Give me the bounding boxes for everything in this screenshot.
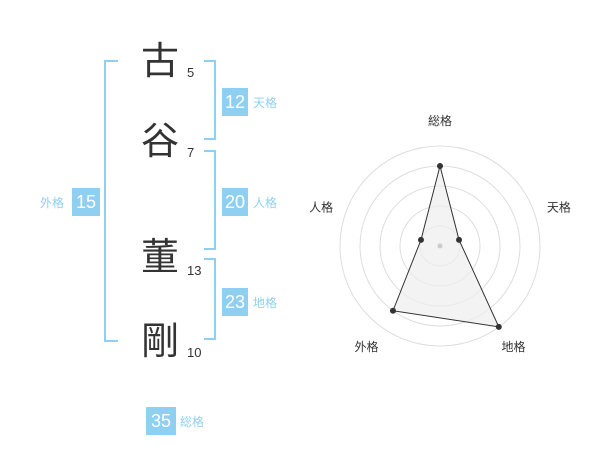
chikaku-value: 23 (222, 288, 248, 316)
radar-ring-5 (339, 145, 541, 347)
gaikaku-value: 15 (72, 188, 100, 216)
stroke-count-1: 5 (187, 65, 195, 80)
tenkaku-value: 12 (222, 88, 248, 116)
radar-point-3 (495, 323, 502, 330)
chikaku-label: 地格 (253, 296, 278, 310)
stroke-count-3: 13 (187, 263, 202, 278)
jinkaku-label: 人格 (253, 196, 278, 210)
tenkaku-bracket (204, 60, 216, 140)
soukaku-value: 35 (146, 407, 176, 435)
radar-axis-label-2: 天格 (547, 199, 571, 214)
radar-axis-label-1: 総格 (428, 113, 452, 128)
name-char-3: 董 (140, 235, 179, 279)
stroke-count-2: 7 (187, 145, 195, 160)
jinkaku-bracket (204, 150, 216, 250)
radar-axis-label-5: 人格 (309, 199, 333, 214)
name-char-4: 剛 (140, 319, 179, 363)
radar-point-5 (417, 236, 424, 243)
jinkaku-value: 20 (222, 188, 248, 216)
radar-center (437, 243, 443, 249)
radar-point-4 (389, 307, 396, 314)
soukaku-label: 総格 (180, 415, 205, 429)
chikaku-bracket (204, 258, 216, 340)
radar-axis-label-3: 地格 (501, 339, 525, 354)
radar-point-2 (456, 236, 463, 243)
stroke-count-4: 10 (187, 345, 202, 360)
gaikaku-label: 外格 (40, 196, 65, 210)
radar-point-1 (437, 163, 443, 169)
name-char-2: 谷 (140, 119, 179, 163)
name-char-1: 古 (140, 39, 179, 83)
gaikaku-bracket (104, 60, 118, 342)
radar-polygon (392, 165, 500, 328)
radar-axis-label-4: 外格 (355, 339, 379, 354)
tenkaku-label: 天格 (253, 96, 278, 110)
